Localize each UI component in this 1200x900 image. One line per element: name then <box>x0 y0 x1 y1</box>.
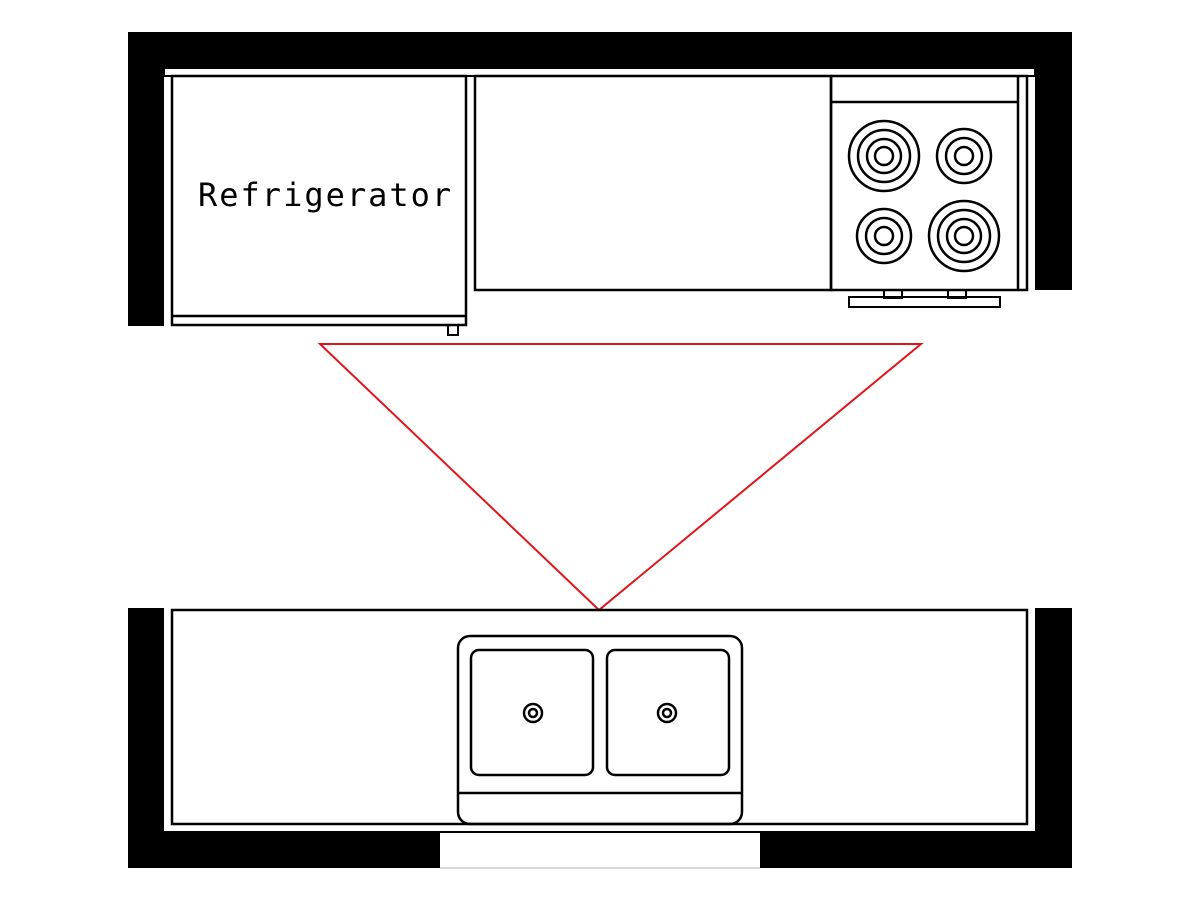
lower-right-wall <box>1035 608 1072 868</box>
bottom-wall-right <box>760 832 1072 868</box>
drain-right <box>656 702 678 724</box>
lower-left-wall <box>128 608 164 868</box>
burner-back-right <box>935 127 993 185</box>
work-triangle <box>317 343 924 612</box>
refrigerator-body <box>170 74 468 327</box>
refrigerator <box>170 74 468 336</box>
refrigerator-label: Refrigerator <box>198 176 453 214</box>
stove <box>829 74 1029 308</box>
sink <box>456 634 744 826</box>
sink-basin-left <box>469 648 595 777</box>
stove-knob <box>883 289 903 299</box>
sink-drains <box>522 702 678 724</box>
bottom-wall-left <box>128 832 440 868</box>
upper-left-wall <box>128 32 164 326</box>
top-wall <box>128 32 1072 68</box>
walls <box>128 32 1072 868</box>
stove-knob-strip <box>848 296 1001 308</box>
burner-back-left <box>847 119 921 193</box>
burner-front-left <box>855 207 913 265</box>
drain-left <box>522 702 544 724</box>
upper-counter <box>473 74 833 292</box>
sink-basin-right <box>605 648 731 777</box>
doorway <box>440 831 760 869</box>
stove-body <box>829 74 1029 292</box>
sink-outer <box>456 634 744 826</box>
burner-front-right <box>927 199 1001 273</box>
stove-knob <box>947 289 967 299</box>
refrigerator-handle <box>447 324 459 336</box>
stove-burners <box>847 119 1001 273</box>
upper-right-wall <box>1035 32 1072 290</box>
